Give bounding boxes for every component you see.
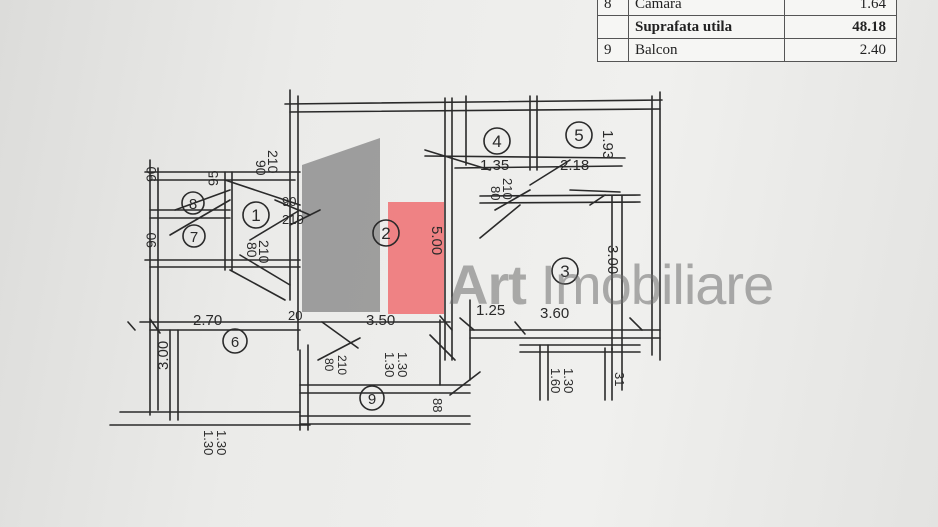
dim-label: 31	[612, 372, 627, 386]
dim-label: 80	[244, 242, 260, 258]
room-name: Balcon	[628, 38, 785, 62]
dim-label: 1.25	[476, 302, 505, 319]
dim-label: 3.00	[604, 245, 621, 274]
dim-label: 1.30	[561, 368, 576, 393]
dim-label: 90	[143, 232, 159, 248]
dim-label: 2.70	[193, 312, 222, 329]
dim-label: 1.30	[214, 430, 229, 455]
dim-label: 95	[205, 170, 221, 186]
dim-label: 210	[500, 178, 515, 200]
dim-label: 3.60	[540, 305, 569, 322]
area-table: 8 Camara 1.64 Suprafata utila 48.18 9 Ba…	[597, 0, 897, 62]
dim-label: 20	[288, 308, 302, 323]
room-circle-6	[222, 328, 248, 354]
room-1-label: 1	[251, 206, 260, 225]
room-circle-4	[483, 127, 511, 155]
dim-label: 90	[143, 166, 159, 182]
dim-label: 1.30	[382, 352, 397, 377]
room-8-label: 8	[189, 196, 197, 213]
room-5-label: 5	[574, 126, 583, 145]
room-circle-5	[565, 121, 593, 149]
wall-lines	[109, 89, 663, 431]
room-circle-8	[181, 191, 205, 215]
dim-label: 1.60	[548, 368, 563, 393]
dim-label: 88	[430, 398, 445, 412]
room-circle-1	[242, 201, 270, 229]
room-area: 2.40	[784, 38, 897, 62]
room-labels: 4 5 3 2 1 8 7 6 9	[189, 126, 584, 408]
room-9-label: 9	[368, 391, 376, 408]
dim-label: 90	[253, 160, 269, 176]
room-6-label: 6	[231, 334, 239, 351]
dim-label: 5.00	[428, 226, 445, 255]
room-4-label: 4	[492, 132, 501, 151]
dim-label: 3.00	[155, 341, 172, 370]
room-2-label: 2	[381, 224, 390, 243]
dim-label: 1.30	[395, 352, 410, 377]
room-circle-9	[359, 385, 385, 411]
room-7-label: 7	[190, 229, 198, 246]
room-markers	[181, 121, 593, 411]
dim-label: 1.35	[480, 157, 509, 174]
gray-logo-block	[302, 138, 380, 312]
dimension-labels: 90 210 90 90 95 90 210 80 210 2.70 20 3.…	[143, 130, 627, 455]
room-circle-2	[372, 219, 400, 247]
row-number: 9	[597, 38, 629, 62]
room-circle-7	[182, 224, 206, 248]
dim-label: 2.18	[560, 157, 589, 174]
dim-label: 1.30	[201, 430, 216, 455]
dim-label: 80	[322, 358, 336, 372]
red-logo-block	[388, 202, 444, 314]
dim-label: 3.50	[366, 312, 395, 329]
watermark-art: Art	[448, 253, 541, 316]
table-row-total: Suprafata utila 48.18	[597, 15, 897, 39]
dim-label: 210	[335, 355, 349, 375]
room-3-label: 3	[560, 262, 569, 281]
room-circle-3	[551, 257, 579, 285]
dim-label: 210	[265, 150, 281, 174]
watermark-imobiliare: Imobiliare	[540, 253, 774, 316]
dim-label: 210	[282, 212, 304, 227]
dim-label: 1.93	[599, 130, 616, 159]
watermark-logo: Art Imobiliare	[448, 252, 774, 317]
table-row: 9 Balcon 2.40	[597, 38, 897, 62]
dim-label: 80	[488, 186, 503, 200]
dim-label: 210	[256, 240, 272, 264]
dim-label: 90	[282, 194, 296, 209]
